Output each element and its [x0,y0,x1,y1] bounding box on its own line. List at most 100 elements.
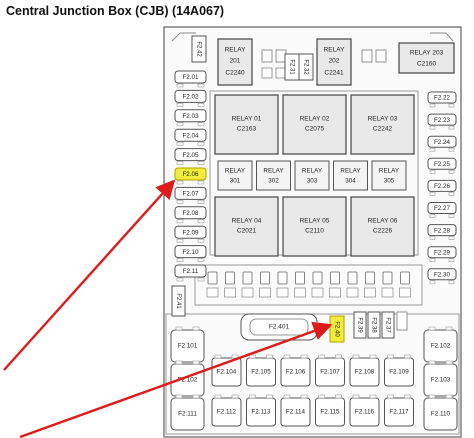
fuse-tab [300,394,308,399]
fuse-tab [176,200,184,204]
fuse-label: F2.26 [434,183,451,190]
fuse-slot [364,287,376,298]
fuse-tab [197,219,205,224]
relay-box [214,196,279,257]
fuse-tab [176,103,184,107]
fuse-label: F2.113 [251,409,271,416]
fuse-label: F2.107 [320,369,340,376]
relay-connector: C2242 [373,126,393,133]
fuse-body [427,135,457,148]
relay-box [214,94,279,155]
fuse-row-panel [194,264,423,306]
fuse-label: F2.102 [431,343,451,350]
relay-connector: C2163 [237,126,257,133]
relay-connector: C2075 [305,126,325,133]
fuse-body [427,246,457,259]
fuse-label: F2.110 [431,411,451,418]
fuse-label: F2.109 [389,369,409,376]
fuse-body [174,225,207,239]
fuse-tab [283,354,291,359]
fuse-slot [329,287,341,298]
relay-box [371,160,407,191]
fuse-tab [352,354,360,359]
relay-connector: C2240 [225,70,245,77]
relay-box [333,160,368,191]
relay-number: 201 [230,58,241,65]
fuse-label: F2.30 [434,271,451,278]
fuse-label: F2.32 [302,59,308,75]
fuse-body [423,363,458,397]
fuse-tab [448,103,455,108]
fuse-label: F2.31 [288,59,294,75]
fuse-body [174,206,207,220]
fuse-label: F2.02 [182,94,199,101]
relay-number: 302 [268,178,279,185]
fuse-slot [365,271,375,285]
relay-label: RELAY [379,168,400,175]
fuse-tab [176,219,184,224]
fuse-tab [448,170,455,174]
relay-label: RELAY 03 [368,116,398,123]
fuse-slot [241,287,254,298]
fuse-label: F2.29 [434,249,451,256]
fuse-tab [428,394,436,399]
relay-label: RELAY [263,168,284,175]
relay-box [217,160,253,191]
relay-box [350,196,415,257]
fuse-label: F2.112 [217,409,237,416]
fuse-label: F2.117 [389,409,409,416]
fuse-tab [214,354,222,359]
relay-label: RELAY 02 [300,116,330,123]
fuse-label: F2.22 [434,95,451,102]
fuse-slot [224,287,236,298]
relay-label: RELAY 203 [410,50,444,57]
fuse-tab [175,360,183,365]
fuse-tab [429,125,436,130]
relay-label: RELAY 06 [368,218,398,225]
relay-connector: C2226 [373,228,393,235]
relay-box [282,94,347,155]
fuse-tab [445,360,453,365]
fuse-tab [175,326,183,331]
fuse-slot [346,287,359,298]
fuse-label: F2.11 [183,268,199,275]
fuse-tab [404,394,411,399]
fuse-label: F2.03 [182,113,199,120]
fuse-label: F2.102 [178,377,198,384]
fuse-tab [266,394,273,399]
fuse-slot [361,49,373,63]
relay-label: RELAY [340,168,361,175]
fuse-tab [197,200,205,204]
fuse-slot [277,271,288,285]
fuse-tab [387,354,394,359]
fuse-tab [429,280,436,285]
fuse-tab [445,394,453,399]
relay-label: RELAY [225,47,246,54]
fuse-body [174,89,207,103]
fuse-tab [448,280,455,285]
fuse-label: F2.37 [384,317,390,333]
fuse-slot [259,287,271,298]
fuse-tab [266,354,273,359]
fuse-label: F2.01 [182,74,199,81]
fuse-slot [396,311,408,331]
fuse-label: F2.101 [178,343,198,350]
lower-fuse-panel [165,313,460,435]
fuse-label: F2.40 [333,321,339,337]
fuse-tab [176,83,184,88]
fuse-slot [242,271,253,285]
fuse-body [298,53,314,81]
fuse-slot [260,271,270,285]
fuse-body [367,311,381,339]
fuse-body [427,202,457,214]
fuse-tab [192,394,200,399]
fuse-tab [249,354,256,359]
fuse-tab [176,258,184,262]
fuse-tab [429,170,436,174]
fuse-label: F2.401 [269,324,290,331]
fuse-tab [175,394,183,399]
fuse-tab [231,354,239,359]
fuse-body [349,397,380,427]
fuse-label: F2.09 [182,229,199,236]
fuse-slot [276,287,289,298]
